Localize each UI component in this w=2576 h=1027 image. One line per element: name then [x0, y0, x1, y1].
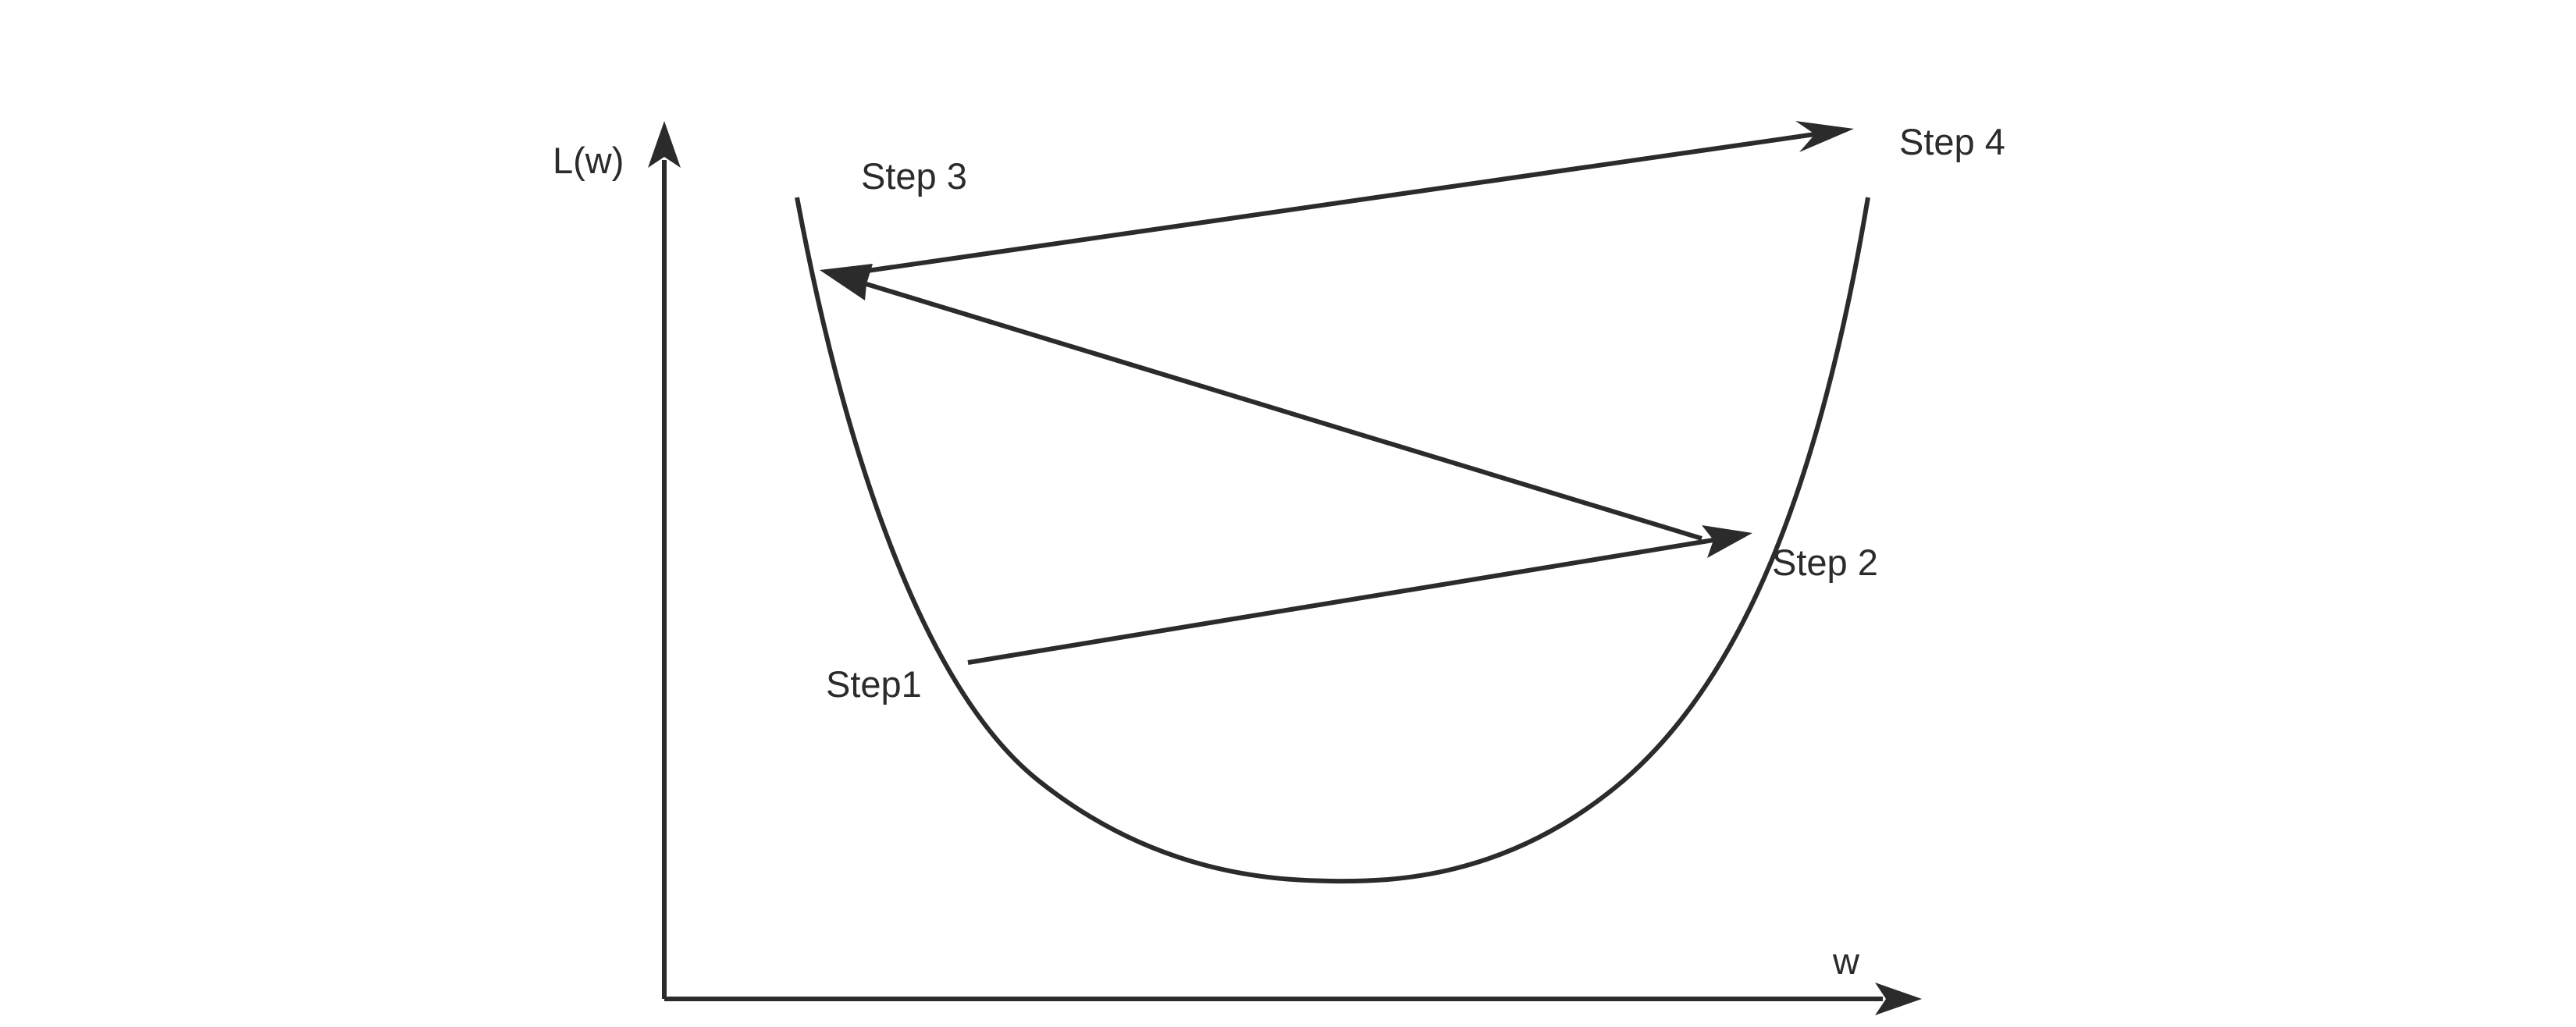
x-axis-arrowhead — [1875, 983, 1922, 1015]
arrowhead-step4 — [1795, 121, 1854, 152]
x-axis-label: w — [1832, 940, 1860, 982]
y-axis-arrowhead — [648, 121, 681, 168]
loss-curve — [795, 197, 1870, 884]
arrow-step2-to-step3 — [866, 282, 1703, 541]
arrow-step1-to-step2 — [967, 538, 1714, 665]
step2-label: Step 2 — [1772, 542, 1878, 583]
step1-label: Step1 — [826, 663, 922, 705]
y-axis-label: L(w) — [553, 140, 624, 181]
step4-label: Step 4 — [1899, 121, 2005, 162]
arrowhead-step2 — [1702, 525, 1752, 558]
arrow-step3-to-step4 — [850, 132, 1816, 275]
step3-label: Step 3 — [861, 155, 967, 197]
